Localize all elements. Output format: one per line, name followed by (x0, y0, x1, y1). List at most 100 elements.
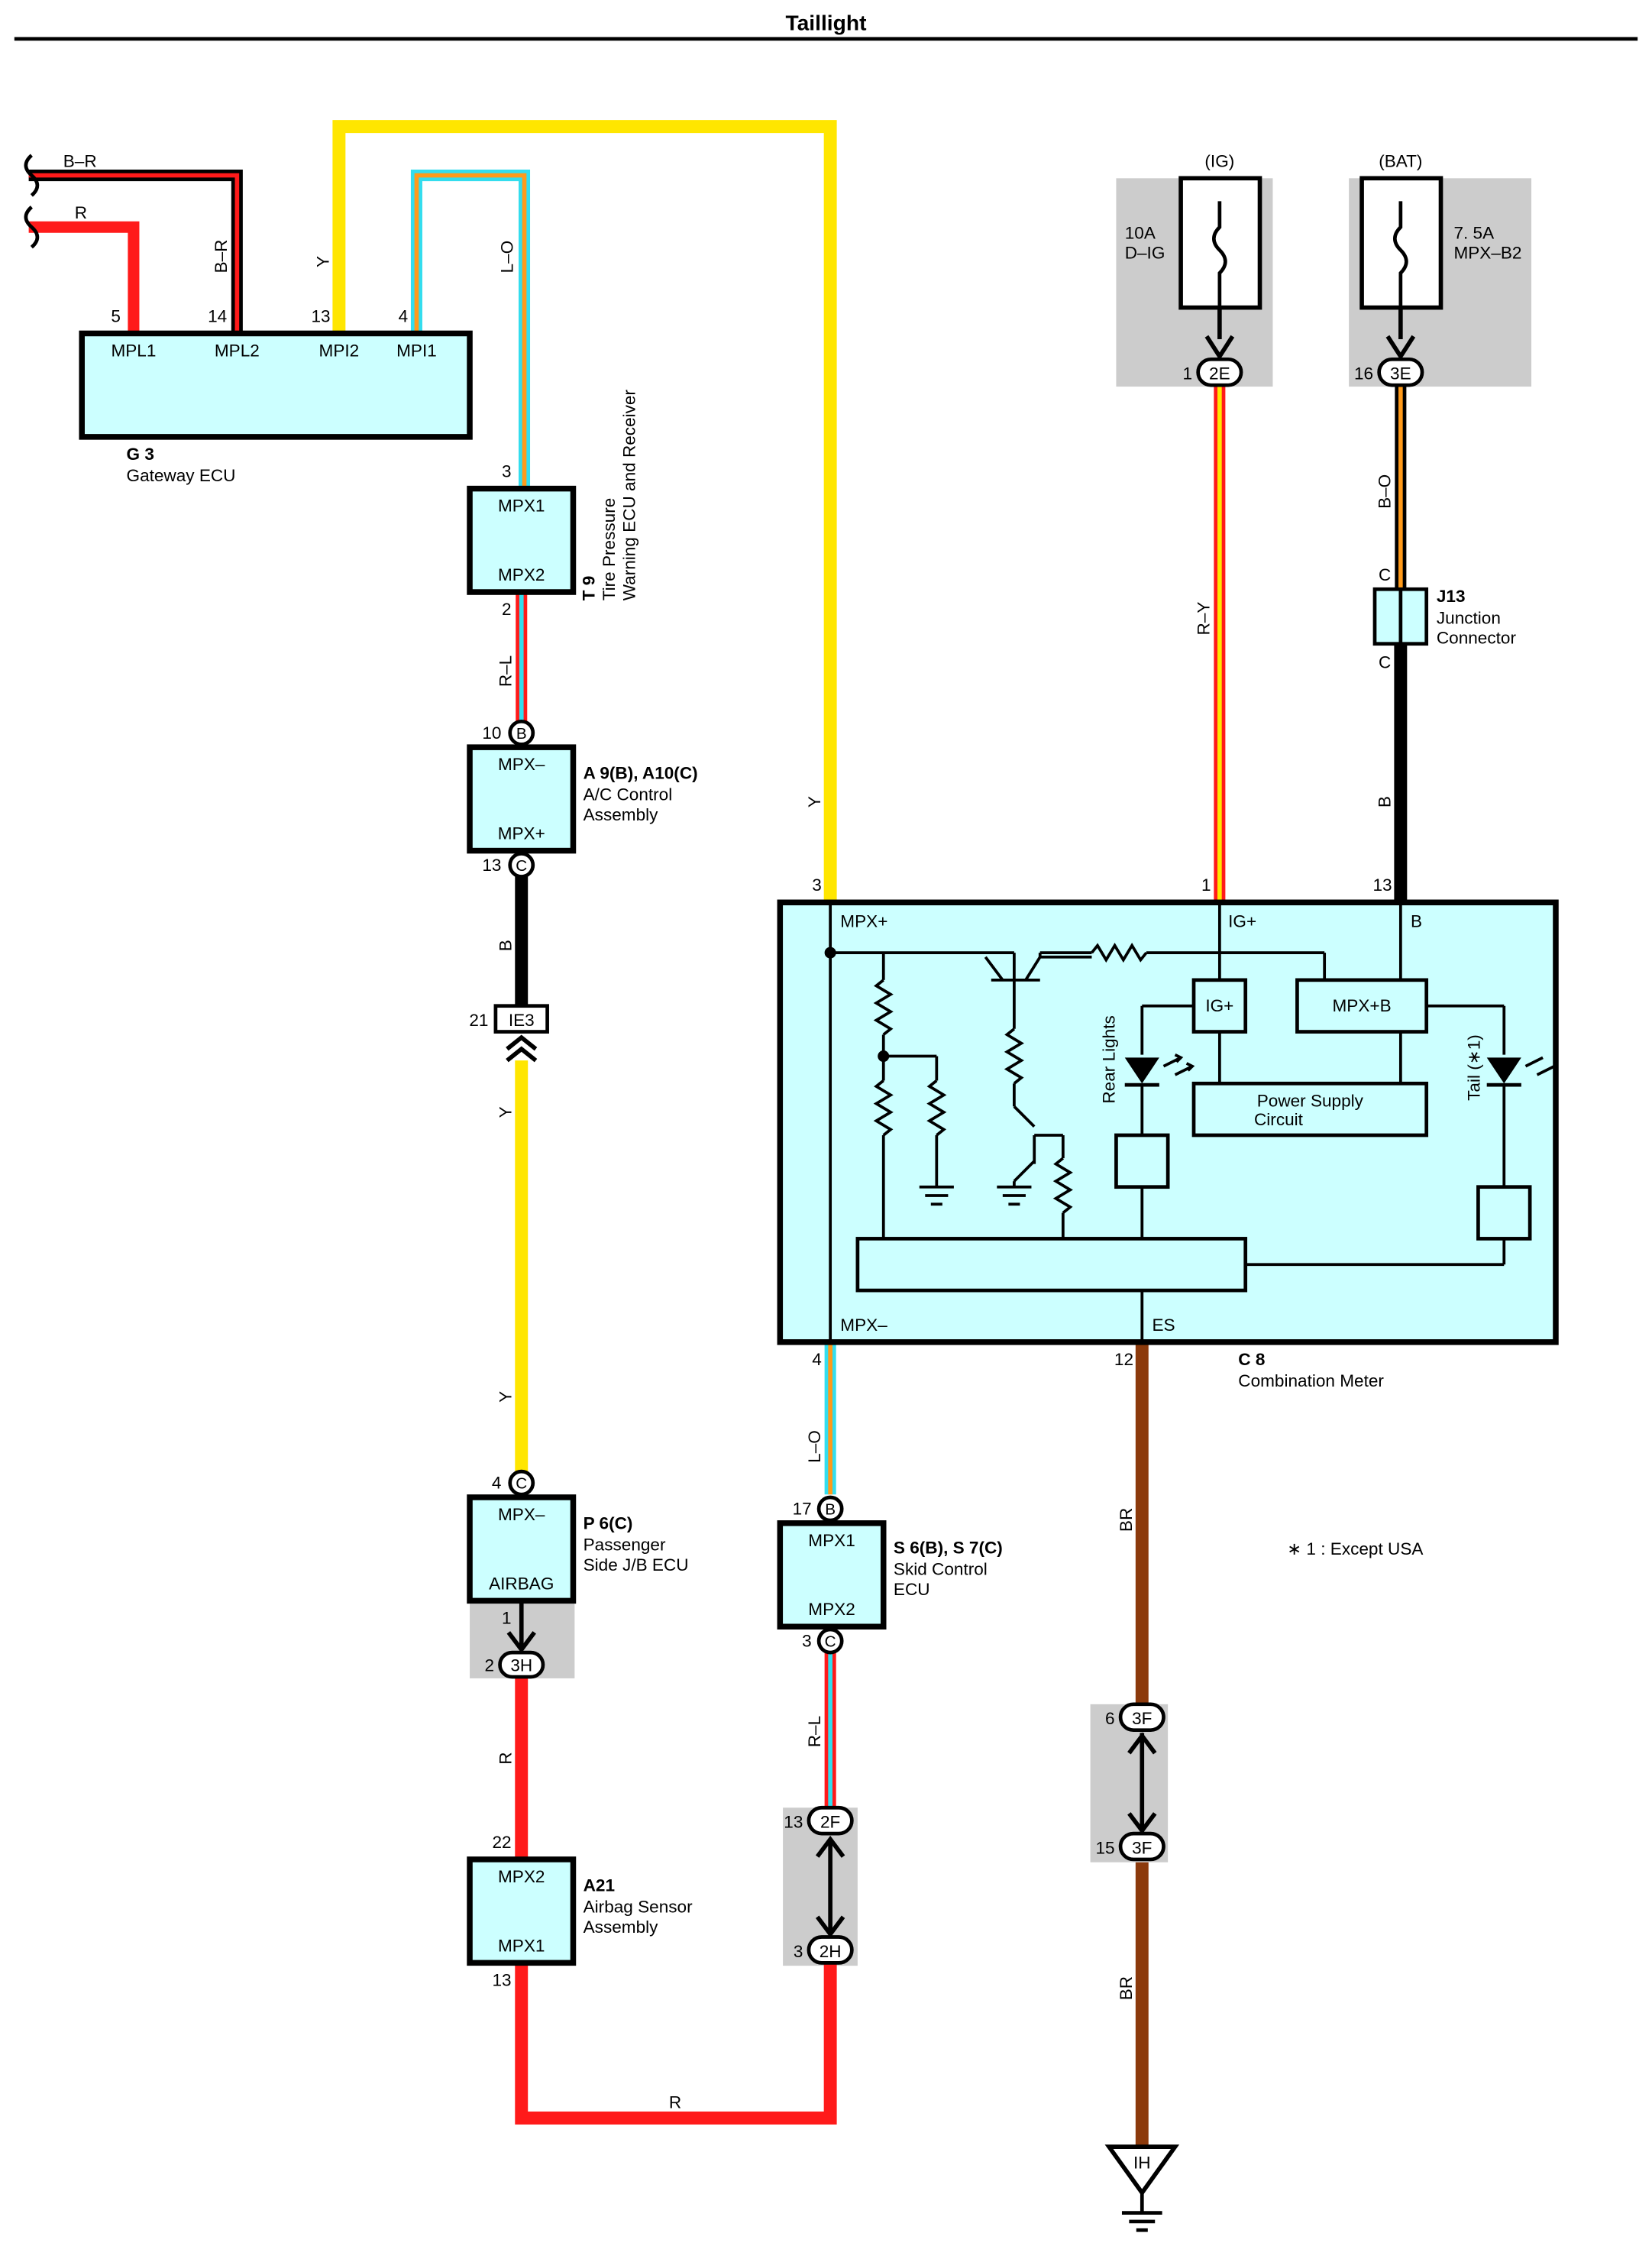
wire-y-top (332, 120, 837, 903)
wire-label-y-g3: Y (314, 256, 333, 267)
wire-label-br-1: BR (1117, 1508, 1136, 1532)
connector-2h-arrow-icon (815, 1915, 845, 1938)
a9-connector-c (508, 851, 535, 879)
rear-lights-label: Rear Lights (1100, 1015, 1119, 1103)
p6-connector-c-label: C (516, 1475, 527, 1493)
fuse-ig-name: D–IG (1125, 244, 1165, 263)
c8-pin-label-es: ES (1152, 1316, 1175, 1335)
j13-name-line1: Junction (1437, 608, 1501, 627)
wire-label-r-p6: R (496, 1752, 516, 1765)
tail-label: Tail (∗1) (1464, 1034, 1483, 1101)
wire-label-b-a9: B (496, 940, 516, 951)
power-supply-circuit-box (1191, 1081, 1429, 1138)
a9-connector-b-label: B (516, 725, 527, 743)
connector-3f-top-pin: 6 (1105, 1709, 1115, 1728)
wire-label-b-j13: B (1376, 796, 1395, 807)
c8-bus-box (855, 1237, 1248, 1293)
c8-inner-mpxb-label: MPX+B (1333, 996, 1392, 1015)
wire-label-r-bottom: R (669, 2092, 681, 2112)
fuse-ig-rating: 10A (1125, 223, 1156, 242)
s6-name-line1: Skid Control (894, 1560, 988, 1579)
fuse-bat-source: (BAT) (1379, 151, 1422, 170)
connector-2e-pin: 1 (1183, 364, 1193, 384)
p6-pin-airbag: AIRBAG (489, 1574, 554, 1593)
c8-pin-13: 13 (1372, 875, 1392, 895)
c8-pin-3: 3 (812, 875, 822, 895)
wire-label-ry: R–Y (1195, 602, 1214, 636)
wire-label-lo-s6: L–O (805, 1430, 824, 1463)
connector-2e-label: 2E (1209, 364, 1230, 384)
wire-break-mark (24, 206, 40, 249)
a21-name-line2: Assembly (584, 1918, 659, 1937)
connector-3h-label: 3H (510, 1656, 532, 1675)
s6-pin-3: 3 (802, 1632, 812, 1651)
fuse-ig-source: (IG) (1204, 151, 1234, 170)
s6-pin-mpx2: MPX2 (808, 1600, 855, 1619)
ac-control-box (467, 744, 577, 854)
connector-3f-top-label: 3F (1132, 1709, 1152, 1728)
j13-name-line2: Connector (1437, 629, 1517, 648)
wire-label-br-vertical: B–R (212, 240, 231, 273)
connector-2f-arrow-icon (815, 1835, 845, 1858)
t9-pin-3: 3 (502, 462, 512, 481)
wire-label-y-mid: Y (805, 796, 824, 807)
connector-3h-pin: 2 (484, 1656, 494, 1675)
c8-pin-label-b: B (1411, 911, 1422, 930)
rear-lights-driver-box (1114, 1133, 1170, 1189)
wire-label-r-top: R (75, 203, 87, 222)
wire-label-rl-s6: R–L (805, 1716, 824, 1747)
p6-arrow-icon (506, 1631, 536, 1654)
connector-ie3 (493, 1004, 549, 1034)
p6-pin-4: 4 (492, 1474, 502, 1493)
c8-name: Combination Meter (1238, 1371, 1384, 1390)
airbag-sensor-box (467, 1856, 577, 1966)
wire-r-bottom (515, 1963, 837, 2125)
connector-3f-bottom-label: 3F (1132, 1838, 1152, 1857)
t9-name-line1: Tire Pressure (600, 498, 619, 601)
s6-connector-b (816, 1495, 844, 1523)
connector-3h (498, 1650, 545, 1679)
wire-label-br-top: B–R (63, 151, 97, 170)
power-supply-line2: Circuit (1254, 1110, 1304, 1129)
c8-code: C 8 (1238, 1350, 1265, 1369)
a9-pin-10: 10 (482, 723, 501, 743)
c8-pin-1: 1 (1201, 875, 1211, 895)
connector-2h-label: 2H (820, 1942, 842, 1961)
t9-pin-2: 2 (502, 600, 512, 619)
g3-pin-label-mpi2: MPI2 (319, 341, 360, 361)
g3-pin-14: 14 (208, 306, 227, 325)
a9-pin-13: 13 (482, 856, 501, 875)
a21-name-line1: Airbag Sensor (584, 1898, 693, 1917)
p6-pin-1: 1 (502, 1608, 512, 1627)
diagram-title: Taillight (785, 11, 867, 35)
wire-break-mark (24, 154, 40, 197)
a9-pin-mpx-minus: MPX– (498, 755, 545, 774)
wire-label-y-left-1: Y (496, 1106, 516, 1118)
connector-3f-top (1118, 1702, 1165, 1733)
g3-pin-label-mpl1: MPL1 (111, 341, 156, 361)
c8-pin-label-mpx-minus: MPX– (840, 1316, 887, 1335)
s6-connector-c-label: C (825, 1633, 836, 1651)
wire-label-rl-t9: R–L (496, 655, 516, 687)
a21-code: A21 (584, 1875, 615, 1895)
p6-code: P 6(C) (584, 1513, 633, 1532)
rear-lights-led-icon (1124, 1053, 1195, 1087)
wire-r-top (28, 221, 140, 334)
a21-pin-mpx1: MPX1 (498, 1936, 545, 1955)
connector-3f-bottom (1118, 1831, 1165, 1862)
t9-pin-mpx2: MPX2 (498, 565, 545, 584)
j13-pin-bottom: C (1379, 653, 1391, 672)
a9-connector-c-label: C (516, 857, 527, 875)
g3-pin-label-mpl2: MPL2 (215, 341, 260, 361)
ground-ih-label: IH (1133, 2153, 1151, 2172)
connector-3e-label: 3E (1390, 364, 1411, 384)
a9-pin-mpx-plus: MPX+ (498, 824, 545, 843)
a9-name-line1: A/C Control (584, 785, 673, 804)
wire-label-lo-g3: L–O (497, 241, 516, 273)
p6-name-line1: Passenger (584, 1536, 666, 1555)
gateway-ecu-box (79, 330, 473, 440)
combination-meter-box (777, 899, 1559, 1345)
a9-code: A 9(B), A10(C) (584, 764, 698, 783)
s6-pin-17: 17 (793, 1500, 812, 1519)
a9-name-line2: Assembly (584, 805, 659, 824)
